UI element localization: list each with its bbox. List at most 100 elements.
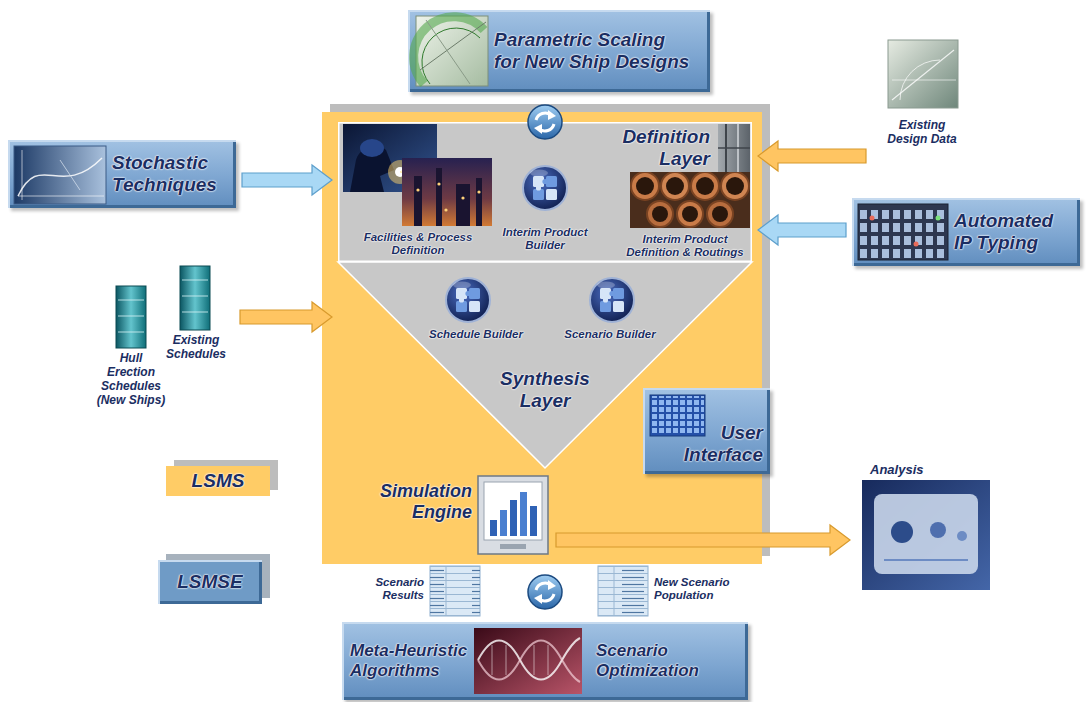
stochastic-image: [18, 196, 104, 197]
control-panel-image: [858, 204, 948, 260]
analysis-image: [862, 480, 990, 590]
control-panel-image: [860, 206, 946, 258]
schedule-image: [116, 286, 146, 348]
machinery-image: [718, 147, 750, 149]
component-label: New Scenario Population: [654, 576, 744, 602]
dna-image: [474, 628, 582, 694]
dna-image: [492, 645, 493, 675]
legend-text: LSMSE: [158, 571, 262, 593]
refinery-image: [456, 184, 470, 226]
welding-image: [360, 139, 384, 157]
keyboard-image: [651, 396, 704, 435]
refinery-image: [416, 188, 419, 191]
protractor-image: [422, 28, 480, 84]
table-image: [430, 566, 480, 616]
machinery-image: [718, 124, 750, 174]
pipes-image: [631, 172, 659, 200]
protractor-image: [414, 16, 488, 86]
refinery-image: [402, 158, 492, 226]
pipes-image: [712, 206, 728, 222]
table-image: [446, 566, 447, 616]
control-panel-image: [914, 242, 919, 247]
block-arrow: [758, 141, 866, 171]
node-text: Scenario Optimization: [596, 641, 746, 680]
simulation-icon: [500, 510, 507, 536]
table-image: [614, 566, 615, 616]
protractor-image: [414, 17, 484, 84]
node-text: Stochastic Techniques: [112, 152, 230, 196]
pipes-image: [636, 177, 654, 195]
analysis-image: [957, 531, 967, 541]
refinery-image: [437, 182, 440, 185]
component-label: Facilities & Process Definition: [353, 231, 483, 257]
schedule-image: [116, 286, 146, 348]
tool-box: Parametric Scaling for New Ship Designs: [408, 10, 710, 92]
simulation-icon: [500, 544, 526, 549]
table-image: [598, 566, 648, 616]
welding-image: [400, 172, 424, 178]
refinery-image: [444, 208, 447, 211]
cycle-icon: [528, 575, 562, 609]
schedule-image: [180, 266, 210, 330]
protractor-image: [426, 20, 470, 84]
keyboard-image: [650, 395, 705, 436]
control-panel-image: [858, 204, 948, 260]
pipes-image: [630, 172, 750, 228]
welding-image: [343, 124, 437, 192]
analysis-image: [874, 494, 978, 574]
node-text: Simulation Engine: [372, 481, 472, 522]
data-source: Existing Design Data: [872, 38, 972, 178]
schedule-image: [182, 296, 208, 297]
refinery-image: [461, 196, 464, 199]
pipes-image: [652, 206, 668, 222]
pipes-image: [666, 177, 684, 195]
design-data-image: [892, 80, 956, 81]
component-label: Scenario Results: [340, 576, 424, 602]
dna-image: [478, 638, 580, 680]
machinery-image: [718, 124, 750, 174]
simulation-icon: [510, 500, 517, 536]
refinery-image: [476, 178, 482, 226]
puzzle-icon: [590, 278, 634, 322]
analysis-image: [884, 559, 968, 561]
refinery-image: [436, 168, 442, 226]
pipes-image: [677, 201, 703, 227]
schedule-image: [182, 280, 208, 281]
dna-image: [474, 628, 582, 694]
component-label: Interim Product Builder: [497, 226, 593, 252]
node-text: Analysis: [870, 463, 970, 478]
pipes-image: [707, 201, 733, 227]
analysis-image: [891, 521, 913, 543]
keyboard-image: [650, 395, 705, 436]
lsms-panel: [322, 112, 762, 564]
legend-swatch: LSMS: [166, 466, 270, 496]
node-text: Synthesis Layer: [485, 368, 605, 412]
node-text: User Interface: [673, 422, 763, 466]
schedule-image: [118, 316, 144, 317]
simulation-icon: [490, 520, 497, 536]
table-image: [430, 566, 480, 616]
output-screen: Analysis: [856, 462, 992, 592]
puzzle-icon: [523, 166, 567, 210]
pipes-image: [630, 172, 750, 228]
node-text: Meta-Heuristic Algorithms: [350, 641, 474, 680]
table-image: [598, 566, 648, 616]
welding-image: [350, 146, 394, 192]
dna-image: [478, 641, 580, 683]
data-source: Existing Schedules: [158, 264, 234, 364]
tool-box: Automated IP Typing: [852, 198, 1080, 266]
block-arrow: [240, 302, 332, 332]
schedule-image: [182, 312, 208, 313]
refinery-image: [477, 190, 480, 193]
welding-image: [343, 124, 437, 192]
component-label: Interim Product Definition & Routings: [618, 233, 752, 259]
design-data-image: [892, 50, 954, 100]
tool-box: Meta-Heuristic Algorithms Scenario Optimi…: [342, 622, 748, 700]
engine-icon: Simulation Engine: [372, 472, 550, 558]
schedule-image: [118, 332, 144, 333]
tool-box: Stochastic Techniques: [8, 140, 236, 208]
stochastic-image: [60, 160, 80, 190]
